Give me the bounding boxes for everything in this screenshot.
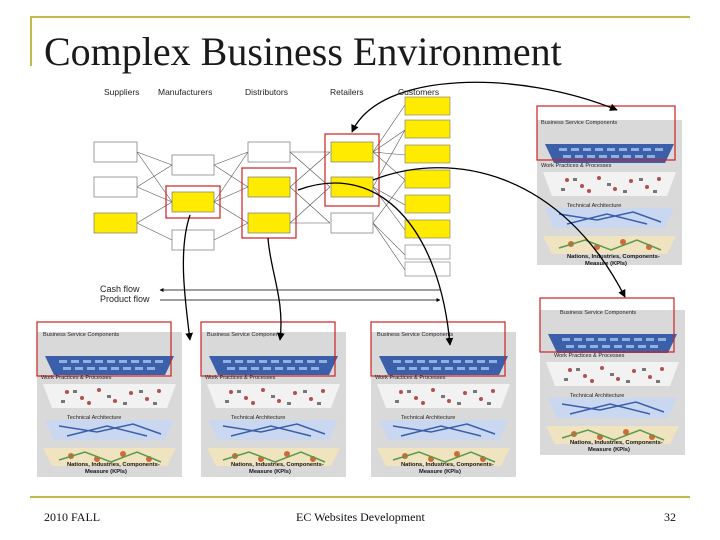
svg-text:Nations, Industries, Component: Nations, Industries, Components- bbox=[567, 254, 660, 260]
header-suppliers: Suppliers bbox=[104, 87, 139, 97]
supplier-box-3 bbox=[93, 212, 138, 234]
arrow-manufacturer-to-panel bbox=[182, 214, 193, 341]
arrow-retailer-to-right-panel bbox=[372, 167, 626, 298]
customer-box-2 bbox=[404, 119, 451, 139]
footer-semester: 2010 FALL bbox=[44, 510, 101, 524]
manufacturer-highlight bbox=[165, 185, 221, 219]
retailer-box-1 bbox=[330, 141, 374, 163]
product-flow-label: Product flow bbox=[100, 294, 150, 304]
arrow-distributor-to-panel bbox=[267, 237, 285, 341]
connector-arrows bbox=[182, 81, 626, 346]
architecture-panel-bottom-3: Business Service Components Work Practic… bbox=[370, 321, 517, 478]
svg-text:Work Practices & Processes: Work Practices & Processes bbox=[205, 375, 276, 381]
svg-text:Work Practices & Processes: Work Practices & Processes bbox=[41, 375, 112, 381]
svg-text:Measure (KPIs): Measure (KPIs) bbox=[85, 469, 127, 475]
manufacturer-box-3 bbox=[171, 229, 215, 251]
svg-text:Nations, Industries, Component: Nations, Industries, Components- bbox=[231, 462, 324, 468]
manufacturer-box-1 bbox=[171, 154, 215, 176]
svg-text:Technical Architecture: Technical Architecture bbox=[231, 415, 285, 421]
svg-text:Business Service Components: Business Service Components bbox=[560, 310, 636, 316]
title-top-rule bbox=[30, 16, 690, 18]
arrow-retailer-to-top-panel bbox=[351, 81, 618, 133]
architecture-panel-bottom-2: Business Service Components Work Practic… bbox=[200, 321, 347, 478]
svg-text:Technical Architecture: Technical Architecture bbox=[67, 415, 121, 421]
header-distributors: Distributors bbox=[245, 87, 288, 97]
svg-text:Measure (KPIs): Measure (KPIs) bbox=[419, 469, 461, 475]
svg-text:Business Service Components: Business Service Components bbox=[207, 332, 283, 338]
svg-text:Measure (KPIs): Measure (KPIs) bbox=[588, 447, 630, 453]
distributor-box-2 bbox=[247, 176, 291, 198]
svg-text:Business Service Components: Business Service Components bbox=[377, 332, 453, 338]
svg-text:Work Practices & Processes: Work Practices & Processes bbox=[554, 353, 625, 359]
svg-text:Nations, Industries, Component: Nations, Industries, Components- bbox=[401, 462, 494, 468]
slide-title: Complex Business Environment bbox=[44, 29, 562, 74]
svg-text:Work Practices & Processes: Work Practices & Processes bbox=[541, 163, 612, 169]
customer-box-6 bbox=[404, 219, 451, 239]
distributor-highlight bbox=[241, 167, 297, 239]
svg-text:Business Service Components: Business Service Components bbox=[43, 332, 119, 338]
architecture-panel-right: Business Service Components Work Practic… bbox=[539, 297, 686, 456]
footer-rule bbox=[30, 496, 690, 498]
distributor-box-3 bbox=[247, 212, 291, 234]
customer-box-3 bbox=[404, 144, 451, 164]
header-retailers: Retailers bbox=[330, 87, 364, 97]
arrow-distributor-to-panel-3 bbox=[297, 182, 454, 346]
svg-text:Nations, Industries, Component: Nations, Industries, Components- bbox=[67, 462, 160, 468]
svg-text:Technical Architecture: Technical Architecture bbox=[401, 415, 455, 421]
customer-box-4 bbox=[404, 169, 451, 189]
customer-box-1 bbox=[404, 96, 451, 116]
retailer-highlight bbox=[324, 133, 380, 207]
header-manufacturers: Manufacturers bbox=[158, 87, 212, 97]
customer-box-5 bbox=[404, 194, 451, 214]
svg-text:Technical Architecture: Technical Architecture bbox=[570, 393, 624, 399]
retailer-box-3 bbox=[330, 212, 374, 234]
svg-text:Nations, Industries, Component: Nations, Industries, Components- bbox=[570, 440, 663, 446]
svg-text:Technical Architecture: Technical Architecture bbox=[567, 203, 621, 209]
customer-box-8 bbox=[404, 261, 451, 277]
svg-text:Work Practices & Processes: Work Practices & Processes bbox=[375, 375, 446, 381]
architecture-panel-bottom-1: Business Service Components Work Practic… bbox=[36, 321, 183, 478]
retailer-box-2 bbox=[330, 176, 374, 198]
title-left-rule bbox=[30, 16, 32, 66]
manufacturer-box-2 bbox=[171, 191, 215, 213]
footer-course: EC Websites Development bbox=[296, 510, 425, 524]
distributor-box-1 bbox=[247, 141, 291, 163]
cash-flow-label: Cash flow bbox=[100, 284, 140, 294]
footer-page-number: 32 bbox=[664, 510, 676, 524]
svg-text:Measure (KPIs): Measure (KPIs) bbox=[249, 469, 291, 475]
supplier-box-2 bbox=[93, 176, 138, 198]
architecture-panel-top-right: Business Service Components Work Practic… bbox=[536, 105, 683, 267]
header-customers: Customers bbox=[398, 87, 439, 97]
svg-text:Business Service Components: Business Service Components bbox=[541, 120, 617, 126]
supplier-box-1 bbox=[93, 141, 138, 163]
